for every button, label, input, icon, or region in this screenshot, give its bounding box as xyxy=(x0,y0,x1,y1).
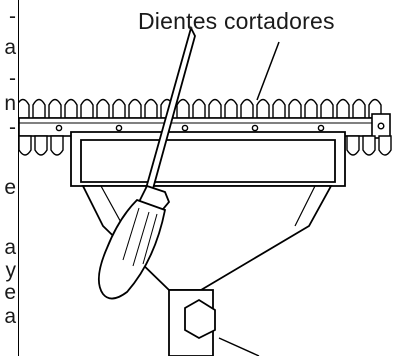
blade-rivets xyxy=(55,124,325,132)
text-fragment: e xyxy=(4,281,16,304)
upper-cutting-teeth xyxy=(19,98,382,119)
text-fragment: e xyxy=(4,176,16,199)
text-fragment: a xyxy=(4,305,16,328)
text-fragment: a xyxy=(4,36,16,59)
hedge-trimmer-illustration xyxy=(19,25,392,356)
text-fragment: y xyxy=(5,259,17,282)
callout-leader-line xyxy=(256,41,280,101)
illustration-figure: Dientes cortadores xyxy=(18,0,396,356)
handle-post xyxy=(168,289,260,356)
text-fragment: - xyxy=(9,67,16,90)
text-fragment: n xyxy=(4,92,16,115)
text-fragment: - xyxy=(9,116,16,139)
screwdriver xyxy=(97,25,196,300)
text-fragment: - xyxy=(9,5,16,28)
text-fragment: a xyxy=(4,236,16,259)
callout-label: Dientes cortadores xyxy=(138,8,335,34)
